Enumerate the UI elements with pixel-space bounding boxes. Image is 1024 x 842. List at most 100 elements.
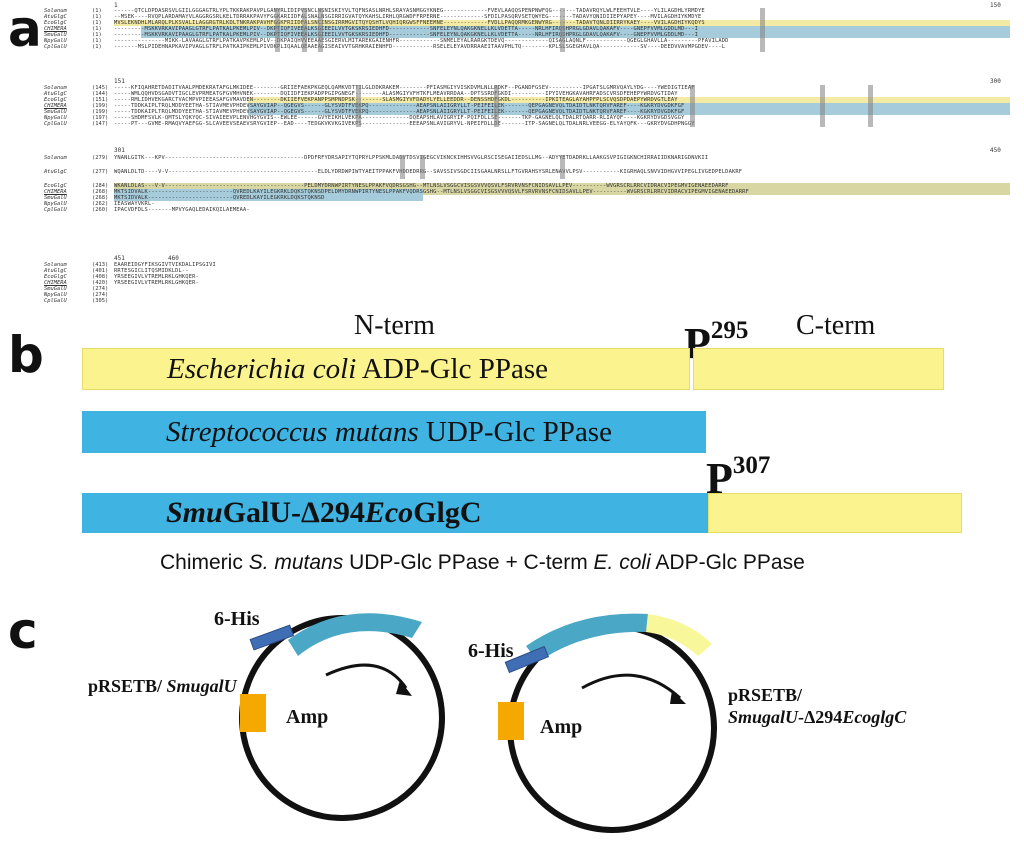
plasmid-2-name: pRSETB/ SmugalU-Δ294EcoglgC xyxy=(728,685,907,727)
conserved-column xyxy=(560,155,565,179)
alignment-highlight xyxy=(248,108,1010,115)
alignment-row: AtuGlgC(1)--MSEK----RVQPLARDAMAYVLAGGRGS… xyxy=(44,14,1010,20)
alignment-row-number: (305) xyxy=(92,298,109,304)
alignment-row: NpyGalU(197)-----SHDMFSVLK-QMTSLYQKYQC-S… xyxy=(44,115,1010,121)
alignment-row: AtuGlgC(277)WQANLDLTD----V-V------------… xyxy=(44,169,1010,175)
alignment-row-sequence: MKTSIDVALK-------------------------QVRED… xyxy=(114,195,325,201)
plasmid-2-direction-arrow xyxy=(581,673,682,700)
alignment-row: EcoGlgC(408)YRSEEGIVLVTREMLRKLGHKQER- xyxy=(44,274,1010,280)
alignment-row-sequence: -----TDDKAIPLTRQLMDDYEETHA-STIAVMEVPHDEV… xyxy=(114,109,685,115)
alignment-row-sequence: ------QTCLDPDASRSVLGIILGGGAGTRLYPLTKKRAK… xyxy=(114,8,705,14)
alignment-row-name: Solanum xyxy=(44,262,67,268)
conserved-column xyxy=(275,8,280,52)
plasmid-1-amp-label: Amp xyxy=(286,706,329,728)
alignment-row: CHIMERA(420)YRSEEGIVLVTREMLRKLGHKQER- xyxy=(44,280,1010,286)
conserved-column xyxy=(356,85,361,127)
alignment-row-number: (1) xyxy=(92,26,102,32)
conserved-column xyxy=(302,8,307,52)
alignment-row: Solanum(279)YNANLGITK---KPV-------------… xyxy=(44,155,1010,161)
plasmid-2-his-tag xyxy=(504,645,549,674)
conserved-column xyxy=(494,85,499,127)
alignment-row-sequence: ---------------MIKK-LAVAAGLGTRFLPATKAVPK… xyxy=(114,38,729,44)
plasmid-1-amp-marker xyxy=(240,694,266,732)
conserved-column xyxy=(690,85,695,127)
alignment-row-number: (199) xyxy=(92,103,109,109)
alignment-row: NpyGalU(1)---------------MIKK-LAVAAGLGTR… xyxy=(44,38,1010,44)
c-term-label: C-term xyxy=(796,310,876,341)
alignment-row-name: CHIMERA xyxy=(44,26,67,32)
alignment-highlight xyxy=(140,25,1010,32)
alignment-row: CplGalU (305) xyxy=(44,298,1010,304)
alignment-highlight xyxy=(114,188,424,195)
plasmid-2-arrowhead xyxy=(670,690,686,704)
alignment-row-name: EcoGlgC xyxy=(44,20,67,26)
alignment-row-number: (268) xyxy=(92,195,109,201)
plasmid-smugalu xyxy=(239,613,445,821)
alignment-row: CHIMERA(1)---------MSKKVRKAVIPAAGLGTRFLP… xyxy=(44,26,1010,32)
alignment-row-number: (413) xyxy=(92,262,109,268)
alignment-row: AtuGlgC(144)-----WMLQQHVDSGADVTIGCLEVPRM… xyxy=(44,91,1010,97)
alignment-row-sequence: MVSLEKNDHLMLARQLPLKSVALILAGGRGTRLKDLTNKR… xyxy=(114,20,705,26)
alignment-row-sequence: -----WMLQQHVDSGADVTIGCLEVPRMEATGFGVMHVNE… xyxy=(114,91,678,97)
alignment-row-sequence: -----PT---GVME-RMAQVYAEFGG-SLCAVEEVSEAEV… xyxy=(114,121,695,127)
alignment-row-number: (284) xyxy=(92,183,109,189)
alignment-row-name: EcoGlgC xyxy=(44,183,67,189)
chimera-smu-part-bar: SmuGalU-Δ294EcoGlgC xyxy=(82,493,708,533)
alignment-highlight xyxy=(140,31,1010,38)
ruler-start-301: 301 xyxy=(114,147,125,154)
smutans-udp-glc-ppase-bar: Streptococcus mutans UDP-Glc PPase xyxy=(82,411,706,453)
alignment-row-number: (1) xyxy=(92,32,102,38)
alignment-highlight xyxy=(423,188,1010,195)
ruler-end-460: 460 xyxy=(168,255,179,262)
alignment-row-number: (1) xyxy=(92,44,102,50)
alignment-highlight xyxy=(114,182,1010,189)
alignment-row: CplGalU(1)-------MSLPIDEHNAPKAVIPVAGLGTR… xyxy=(44,44,1010,50)
ecoli-bar-label: Escherichia coli ADP-Glc PPase xyxy=(167,352,548,385)
alignment-row-name: AtuGlgC xyxy=(44,169,67,175)
alignment-row-sequence: YRSEEGIVLVTREMLRKLGHKQER- xyxy=(114,280,199,286)
conserved-column xyxy=(400,155,405,179)
ruler-end-300: 300 xyxy=(990,78,1001,85)
alignment-row-name: CHIMERA xyxy=(44,189,67,195)
alignment-row-number: (401) xyxy=(92,268,109,274)
alignment-row-sequence: EAAREIDGYFIKSGIVTVIKDALIPSGIVI xyxy=(114,262,216,268)
conserved-column xyxy=(820,85,825,127)
plasmid-1-name: pRSETB/ SmugalU xyxy=(88,676,237,696)
alignment-row-name: CplGalU xyxy=(44,298,67,304)
alignment-row-name: NpyGalU xyxy=(44,201,67,207)
chimera-eco-cterm-bar xyxy=(708,493,962,533)
alignment-row-name: EcoGlgC xyxy=(44,97,67,103)
conserved-column xyxy=(420,155,425,179)
alignment-row-number: (262) xyxy=(92,201,109,207)
alignment-row: CHIMERA(268)MKTSIDVALK------------------… xyxy=(44,189,1010,195)
conserved-column xyxy=(560,8,565,52)
alignment-row-name: CplGalU xyxy=(44,44,67,50)
alignment-row: NpyGalU(274) xyxy=(44,292,1010,298)
alignment-highlight xyxy=(248,102,1010,109)
alignment-row-number: (199) xyxy=(92,109,109,115)
alignment-highlight xyxy=(114,194,424,201)
alignment-row-number: (1) xyxy=(92,20,102,26)
alignment-row-name: NpyGalU xyxy=(44,115,67,121)
conserved-column xyxy=(318,8,323,52)
alignment-row-sequence: -----RMLIDHVEKGARCTVACMPVPIEEASAFGVMAVDE… xyxy=(114,97,678,103)
plasmid-maps xyxy=(239,613,717,833)
alignment-row-number: (274) xyxy=(92,286,109,292)
alignment-row-name: NpyGalU xyxy=(44,292,67,298)
alignment-row: CplGalU(147)-----PT---GVME-RMAQVYAEFGG-S… xyxy=(44,121,1010,127)
alignment-row-sequence: WQANLDLTD----V-V------------------------… xyxy=(114,169,743,175)
conserved-column xyxy=(760,8,765,52)
plasmid-2-smu-arc xyxy=(526,613,648,662)
alignment-row-number: (144) xyxy=(92,91,109,97)
conserved-column xyxy=(868,85,873,127)
alignment-row: CHIMERA(199)-----TDDKAIPLTRQLMDDYEETHA-S… xyxy=(44,103,1010,109)
alignment-row-sequence: --MSEK----RVQPLARDAMAYVLAGGRGSRLKELTDRRA… xyxy=(114,14,702,20)
plasmid-1-backbone xyxy=(239,615,445,821)
alignment-row: EcoGlgC (1) MVSLEKNDHLMLARQLPLKSVALILAGGRG… xyxy=(44,20,1010,26)
alignment-row-number: (260) xyxy=(92,207,109,213)
alignment-row: Solanum(145)-----KFIQAHRETDADITVAALPMDEK… xyxy=(44,85,1010,91)
alignment-highlight xyxy=(248,96,1010,103)
n-term-label: N-term xyxy=(354,310,435,341)
alignment-row: SmuGalU(199)-----TDDKAIPLTRQLMDDYEETHA-S… xyxy=(44,109,1010,115)
chimera-bar-label: SmuGalU-Δ294EcoGlgC xyxy=(166,496,482,529)
